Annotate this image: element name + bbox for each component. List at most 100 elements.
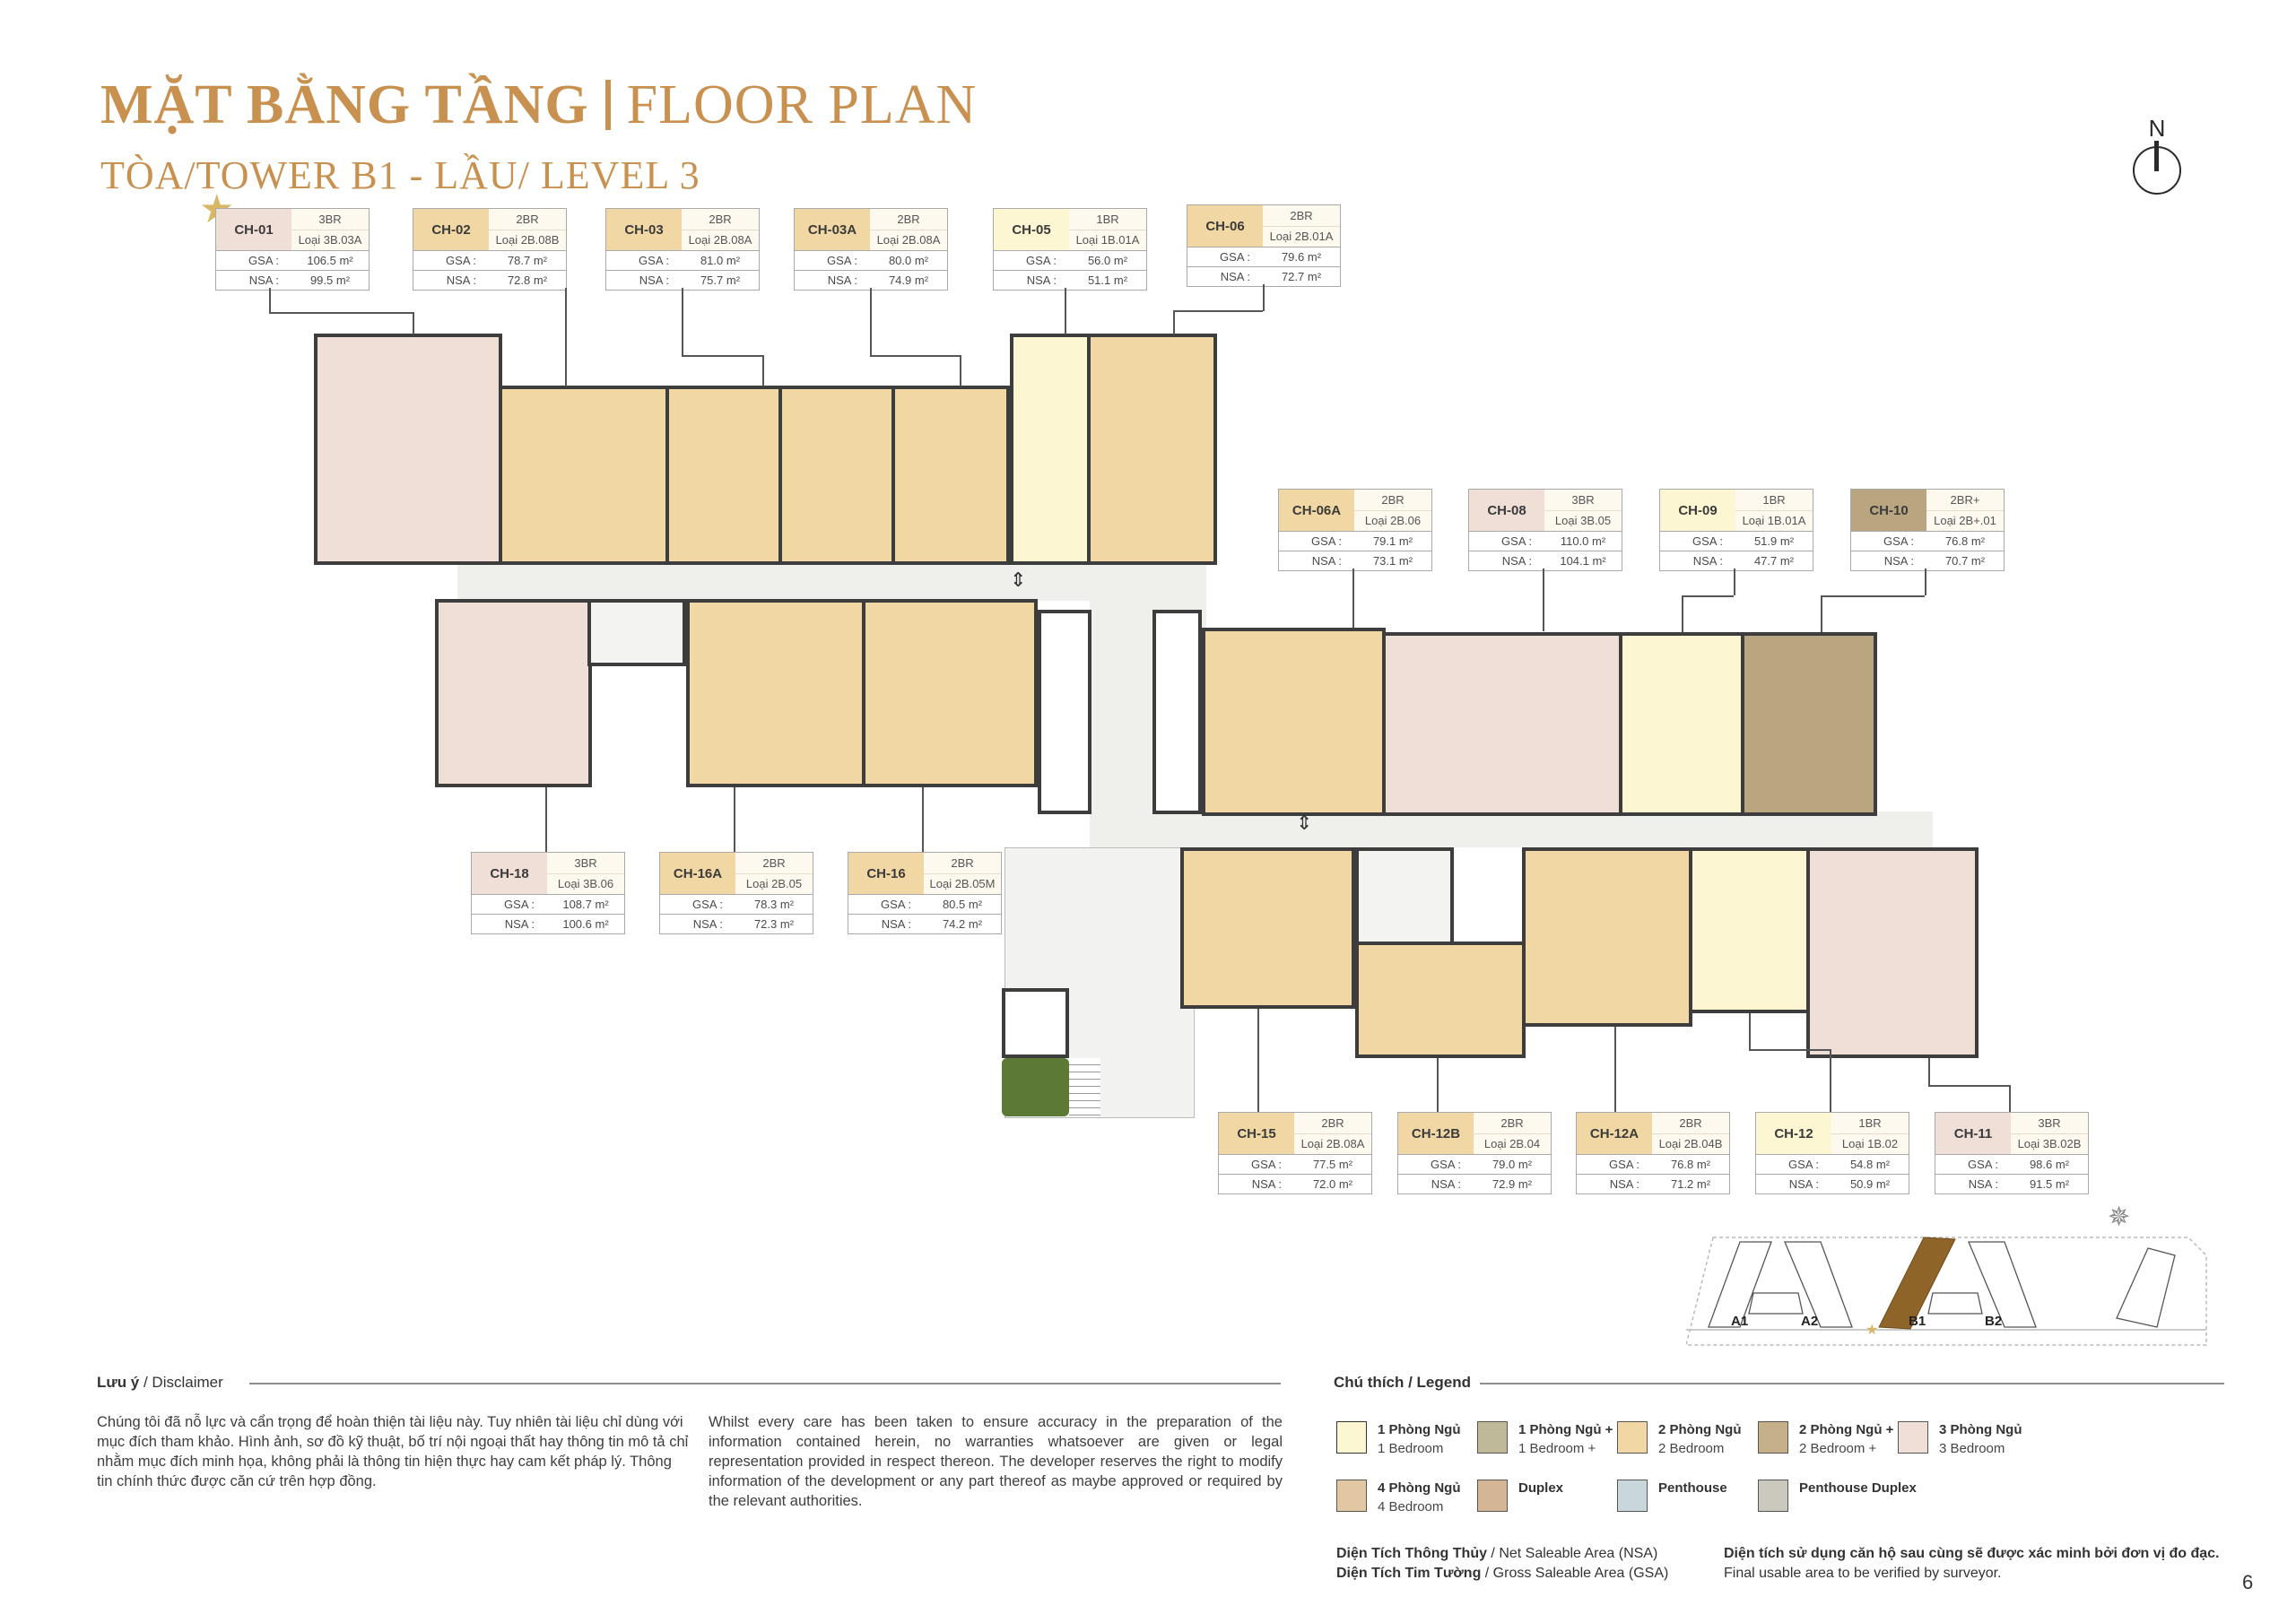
leader-line — [762, 355, 764, 386]
unit-ch-09[interactable] — [1619, 632, 1744, 816]
unit-type: Loại 2B.06 — [1364, 514, 1422, 528]
unit-ch-02[interactable] — [499, 386, 669, 565]
legend-swatch — [1617, 1421, 1648, 1454]
unit-id: CH-08 — [1469, 490, 1544, 531]
unit-ch-06a[interactable] — [1202, 628, 1386, 816]
legend-item-2br-plus: 2 Phòng Ngủ +2 Bedroom + — [1758, 1421, 1893, 1459]
unit-id: CH-11 — [1935, 1113, 2011, 1154]
title-en: FLOOR PLAN — [626, 74, 978, 135]
entry-arrow-icon: ⇕ — [1010, 568, 1027, 591]
leader-line — [1928, 1058, 1930, 1085]
gsa-label: GSA : — [1251, 1158, 1282, 1171]
unit-ch-03[interactable] — [665, 386, 782, 565]
gsa-note-vi: Diện Tích Tim Tường — [1336, 1566, 1482, 1581]
page-subtitle: TÒA/TOWER B1 - LẦU/ LEVEL 3 — [100, 153, 700, 197]
tower-b1-label: B1 — [1909, 1314, 1926, 1329]
unit-ch-15[interactable] — [1180, 847, 1355, 1009]
leader-line — [1821, 595, 1925, 597]
nsa-label: NSA : — [1968, 1177, 1998, 1191]
nsa-value: 104.1 m² — [1560, 554, 1606, 568]
unit-type: Loại 2B.05M — [929, 877, 996, 891]
nsa-label: NSA : — [446, 273, 476, 287]
unit-ch-11[interactable] — [1806, 847, 1979, 1058]
gsa-label: GSA : — [1788, 1158, 1819, 1171]
unit-bedrooms: 2BR — [870, 209, 947, 230]
north-label: N — [2148, 115, 2166, 142]
unit-ch-12[interactable] — [1689, 847, 1810, 1013]
unit-ch-12b[interactable] — [1355, 942, 1526, 1058]
nsa-label: NSA : — [1311, 554, 1342, 568]
nsa-label: NSA : — [504, 917, 535, 931]
legend-item-penthouse-duplex: Penthouse Duplex — [1758, 1480, 1917, 1512]
leader-line — [1682, 595, 1734, 597]
legend-item-1br-plus: 1 Phòng Ngủ +1 Bedroom + — [1477, 1421, 1613, 1459]
legend-swatch — [1477, 1421, 1508, 1454]
unit-ch-18[interactable] — [435, 599, 592, 787]
unit-type: Loại 2B.08A — [688, 233, 752, 247]
gsa-value: 79.0 m² — [1492, 1158, 1533, 1171]
legend-item-duplex: Duplex — [1477, 1480, 1563, 1512]
leader-line — [1734, 568, 1735, 595]
gsa-label: GSA : — [692, 898, 723, 911]
gsa-label: GSA : — [446, 254, 476, 267]
leader-line — [1749, 1049, 1830, 1051]
disclaimer-heading-vi: Lưu ý — [97, 1374, 140, 1391]
gsa-label: GSA : — [1026, 254, 1057, 267]
unit-ch-16[interactable] — [862, 599, 1038, 787]
leader-line — [269, 312, 413, 314]
gsa-value: 80.0 m² — [888, 254, 929, 267]
nsa-value: 72.7 m² — [1281, 270, 1322, 283]
garden-planter — [1002, 1058, 1069, 1116]
key-plan-diagram: A1 A2 B1 B2 ★ — [1685, 1237, 2207, 1346]
leader-line — [1065, 288, 1066, 334]
leader-line — [2009, 1085, 2011, 1112]
legend-label-vi: 1 Phòng Ngủ — [1378, 1422, 1461, 1437]
nsa-value: 47.7 m² — [1753, 554, 1795, 568]
gsa-note-en: / Gross Saleable Area (GSA) — [1481, 1566, 1669, 1581]
unit-id: CH-12A — [1577, 1113, 1652, 1154]
unit-ch-01[interactable] — [314, 334, 502, 565]
unit-type: Loại 3B.05 — [1554, 514, 1612, 528]
legend-swatch — [1336, 1421, 1367, 1454]
unit-ch-05[interactable] — [1010, 334, 1091, 565]
unit-ch-10[interactable] — [1741, 632, 1877, 816]
unit-ch-06[interactable] — [1087, 334, 1217, 565]
gsa-label: GSA : — [1692, 534, 1723, 548]
nsa-note-vi: Diện Tích Thông Thủy — [1336, 1546, 1487, 1561]
legend-label-vi: Penthouse — [1658, 1480, 1727, 1496]
site-key-plan: A1 A2 B1 B2 ★ — [1685, 1228, 2224, 1363]
title-separator — [604, 80, 611, 130]
restroom-block — [1002, 988, 1069, 1058]
nsa-value: 73.1 m² — [1372, 554, 1413, 568]
unit-ch-16a[interactable] — [686, 599, 865, 787]
unit-ch-12a[interactable] — [1522, 847, 1692, 1027]
unit-ch-03a[interactable] — [778, 386, 895, 565]
unit-id: CH-12B — [1398, 1113, 1474, 1154]
nsa-value: 72.0 m² — [1312, 1177, 1353, 1191]
unit-ch-08[interactable] — [1382, 632, 1622, 816]
unit-ch-04[interactable] — [891, 386, 1010, 565]
nsa-value: 71.2 m² — [1670, 1177, 1711, 1191]
